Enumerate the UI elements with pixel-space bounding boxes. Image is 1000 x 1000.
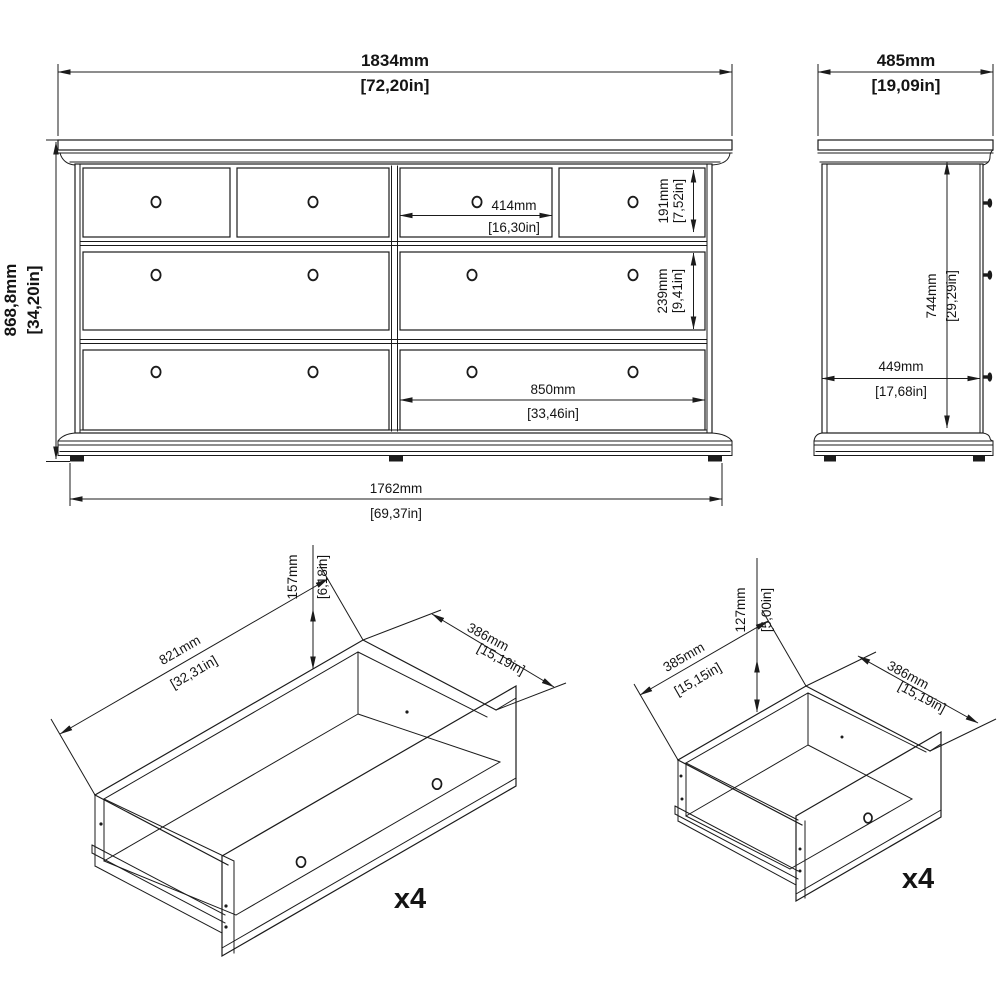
top-drawer-width-mm-label: 414mm <box>491 198 536 213</box>
front-knobs <box>150 195 639 379</box>
drawer-front <box>558 167 706 238</box>
wide-drawer-quantity-label: x4 <box>394 883 426 915</box>
drawer-knob <box>150 195 162 209</box>
top-drawer-height-in-label: [7,52in] <box>671 179 686 223</box>
dim-front-overall-width: 1834mm [72,20in] <box>57 51 733 136</box>
drawer-front <box>399 251 706 331</box>
drawer-slide-rail <box>91 844 226 916</box>
base-width-mm-label: 1762mm <box>370 481 423 496</box>
dim-bottom-drawer-width: 850mm [33,46in] <box>399 382 706 421</box>
wide-drawer-box <box>91 639 501 934</box>
drawer-knob <box>627 268 639 282</box>
side-inner-depth-in-label: [17,68in] <box>875 384 927 399</box>
large-drawer-height-mm-label: 239mm <box>655 268 670 313</box>
drawer-knob <box>627 195 639 209</box>
wide-drawer-screw-holes <box>99 710 409 929</box>
foot <box>389 455 403 462</box>
drawer-knob <box>150 268 162 282</box>
front-overall-width-mm-label: 1834mm <box>361 51 429 70</box>
large-drawer-height-in-label: [9,41in] <box>670 269 685 313</box>
dim-top-drawer-width: 414mm [16,30in] <box>399 198 553 235</box>
dim-wide-drawer-height: 157mm [6,18in] <box>285 545 330 670</box>
drawer-front <box>82 167 231 238</box>
square-drawer-height-mm-label: 127mm <box>733 587 748 632</box>
front-base <box>57 432 733 462</box>
side-inner-height-in-label: [29,29in] <box>944 270 959 322</box>
dim-base-width: 1762mm [69,37in] <box>69 463 723 521</box>
side-cabinet-outline <box>817 139 994 434</box>
top-drawer-height-mm-label: 191mm <box>656 178 671 223</box>
side-view: 485mm [19,09in] 744mm [29,29in] 449mm [1… <box>813 51 994 462</box>
side-body <box>821 163 984 434</box>
drawer-front <box>236 167 390 238</box>
drawer-knob <box>295 855 307 869</box>
drawer-knob <box>983 198 993 208</box>
top-drawer-width-in-label: [16,30in] <box>488 220 540 235</box>
front-overall-height-mm-label: 868,8mm <box>1 264 20 337</box>
wide-drawer-view: 157mm [6,18in] 821mm [32,31in] 386mm [15… <box>50 545 567 958</box>
drawer-front <box>82 251 390 331</box>
foot <box>973 455 985 462</box>
side-overall-depth-in-label: [19,09in] <box>872 76 941 95</box>
drawer-knob <box>466 268 478 282</box>
side-knobs <box>983 198 993 382</box>
drawer-knob <box>307 365 319 379</box>
dim-large-drawer-height: 239mm [9,41in] <box>655 252 697 330</box>
drawer-knob <box>150 365 162 379</box>
side-crown-molding <box>982 149 994 166</box>
front-top-panel <box>57 139 733 151</box>
front-overall-width-in-label: [72,20in] <box>361 76 430 95</box>
front-overall-height-in-label: [34,20in] <box>24 266 43 335</box>
front-cabinet-outline <box>57 139 733 434</box>
drawer-knob <box>471 195 483 209</box>
drawer-knob <box>983 270 993 280</box>
side-inner-height-mm-label: 744mm <box>924 273 939 318</box>
dim-front-overall-height: 868,8mm [34,20in] <box>1 139 70 462</box>
square-drawer-view: 127mm [5,00in] 385mm [15,15in] 386mm [15… <box>633 558 997 903</box>
front-crown-molding-right <box>711 152 731 166</box>
side-base <box>813 432 994 462</box>
front-crown-molding-left <box>59 152 76 166</box>
foot <box>70 455 84 462</box>
square-drawer-box <box>674 685 931 886</box>
side-inner-depth-mm-label: 449mm <box>878 359 923 374</box>
drawer-knob <box>627 365 639 379</box>
front-drawer-fronts <box>82 167 706 431</box>
front-body <box>74 163 713 434</box>
side-top-panel <box>817 139 994 151</box>
wide-drawer-front-panel <box>221 684 517 958</box>
drawer-knob <box>307 268 319 282</box>
wide-drawer-height-in-label: [6,18in] <box>315 555 330 599</box>
foot <box>708 455 722 462</box>
drawer-knob <box>466 365 478 379</box>
dim-side-inner-depth: 449mm [17,68in] <box>821 359 981 399</box>
front-view: 1834mm [72,20in] 868,8mm [34,20in] 414mm… <box>1 51 733 521</box>
dim-side-inner-height: 744mm [29,29in] <box>924 161 959 429</box>
dim-square-drawer-width: 385mm [15,15in] <box>633 609 807 761</box>
square-drawer-quantity-label: x4 <box>902 863 934 895</box>
dim-top-drawer-height: 191mm [7,52in] <box>656 169 697 233</box>
foot <box>824 455 836 462</box>
drawer-front <box>399 349 706 431</box>
drawer-knob <box>431 777 443 791</box>
dim-square-drawer-height: 127mm [5,00in] <box>733 558 774 713</box>
dim-wide-drawer-depth: 386mm [15,19in] <box>362 609 567 711</box>
drawer-slide-rail <box>674 805 799 872</box>
base-width-in-label: [69,37in] <box>370 506 422 521</box>
square-drawer-screw-holes <box>679 735 844 873</box>
side-overall-depth-mm-label: 485mm <box>877 51 936 70</box>
bottom-drawer-width-mm-label: 850mm <box>530 382 575 397</box>
drawer-knob <box>307 195 319 209</box>
wide-drawer-height-mm-label: 157mm <box>285 554 300 599</box>
dim-side-overall-depth: 485mm [19,09in] <box>817 51 994 136</box>
drawer-front <box>82 349 390 431</box>
drawer-front <box>399 167 553 238</box>
bottom-drawer-width-in-label: [33,46in] <box>527 406 579 421</box>
square-drawer-height-in-label: [5,00in] <box>759 588 774 632</box>
drawer-knob <box>863 812 873 824</box>
drawer-knob <box>983 372 993 382</box>
